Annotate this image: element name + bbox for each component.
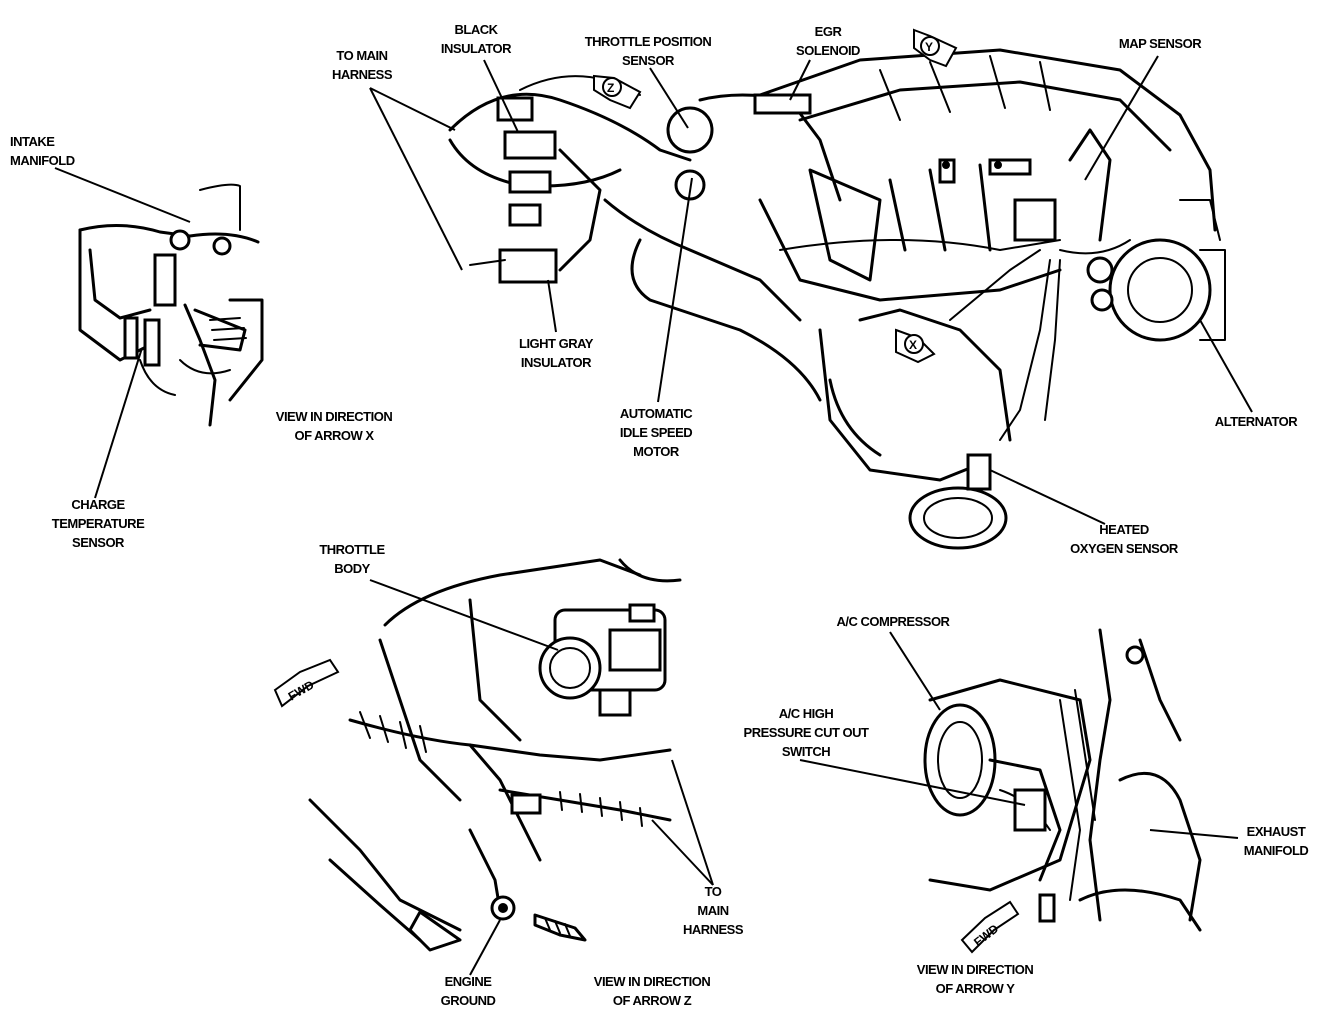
label-ac-compressor: A/C COMPRESSOR xyxy=(836,614,950,629)
label-alternator: ALTERNATOR xyxy=(1214,414,1298,429)
view-y-leaders xyxy=(799,631,1239,839)
main-engine-illustration xyxy=(448,48,1226,550)
arrow-z-marker: Z xyxy=(593,74,642,110)
leader-charge-temp-sensor xyxy=(94,347,143,499)
arrow-x-letter: X xyxy=(909,338,917,352)
arrow-y-marker: Y xyxy=(913,28,958,68)
arrow-z-letter: Z xyxy=(607,81,614,95)
view-y-illustration xyxy=(923,628,1202,932)
fwd-marker-z: FWD xyxy=(273,658,340,708)
view-x-illustration xyxy=(78,183,264,427)
arrow-y-letter: Y xyxy=(925,40,933,54)
main-view-leaders xyxy=(369,55,1253,525)
view-z-leaders xyxy=(369,579,714,976)
view-z-illustration xyxy=(308,558,682,952)
fwd-marker-y: FWD xyxy=(960,900,1020,954)
label-map-sensor: MAP SENSOR xyxy=(1118,36,1202,51)
arrow-x-marker: X xyxy=(895,328,936,364)
leader-intake-manifold xyxy=(54,167,191,223)
